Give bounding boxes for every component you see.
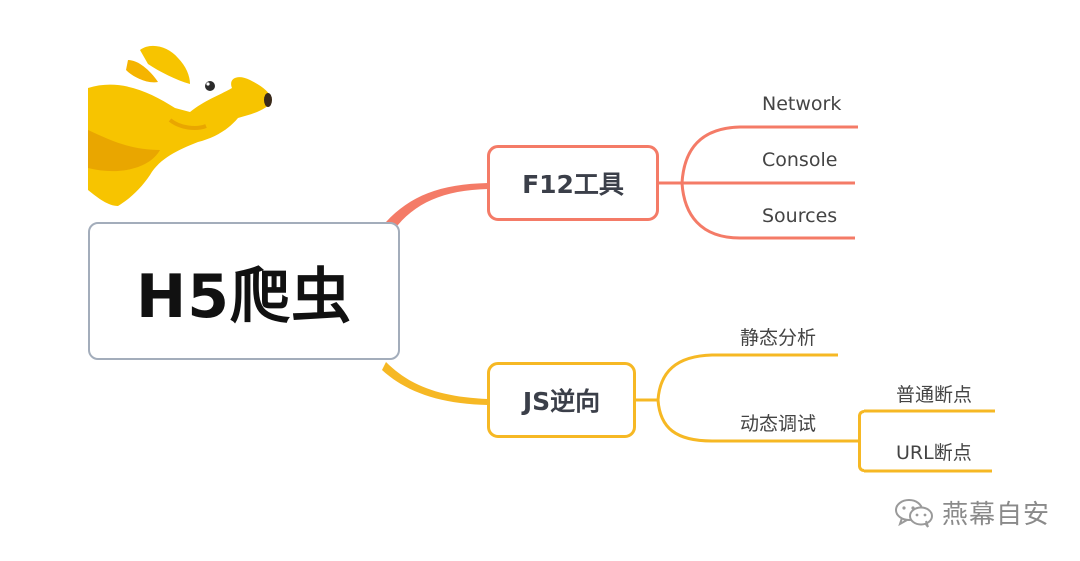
leaf-network[interactable]: Network xyxy=(762,93,842,115)
wechat-icon xyxy=(895,498,933,528)
leaf-normal-breakpoint[interactable]: 普通断点 xyxy=(896,384,973,406)
branch-node-f12[interactable]: F12工具 xyxy=(487,145,659,221)
root-node[interactable]: H5爬虫 xyxy=(88,222,400,360)
leaf-dynamic-debugging[interactable]: 动态调试 xyxy=(740,413,817,435)
watermark-text: 燕幕自安 xyxy=(942,500,1051,530)
leaf-static-analysis[interactable]: 静态分析 xyxy=(740,327,817,349)
leaf-url-breakpoint[interactable]: URL断点 xyxy=(896,442,972,464)
branch-label-f12: F12工具 xyxy=(522,170,624,199)
branch-node-js[interactable]: JS逆向 xyxy=(487,362,636,438)
subbranch-bracket-dynamic xyxy=(858,410,864,472)
branch-label-js: JS逆向 xyxy=(522,387,601,416)
root-label: H5爬虫 xyxy=(136,261,352,332)
watermark: 燕幕自安 xyxy=(894,494,1050,531)
leaf-sources[interactable]: Sources xyxy=(762,205,838,227)
kangaroo-mascot-icon xyxy=(88,45,272,206)
connector-root-f12 xyxy=(386,183,488,230)
leaf-console[interactable]: Console xyxy=(762,149,838,171)
connectors-f12-children xyxy=(659,125,858,240)
connectors-js-children xyxy=(636,353,995,473)
connector-root-js xyxy=(382,362,488,405)
